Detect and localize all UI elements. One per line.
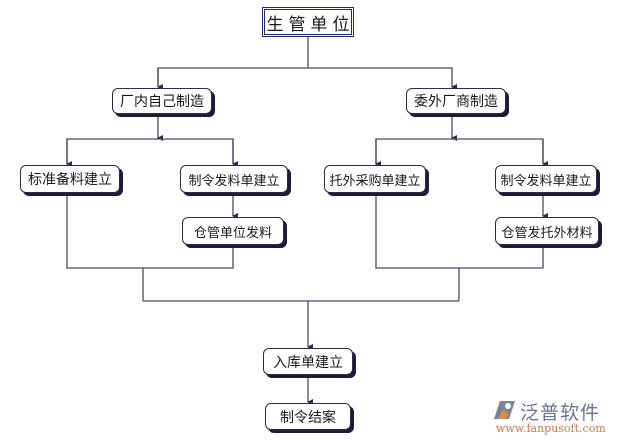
node-issue-order-setup-right: 制令发料单建立 <box>495 165 597 193</box>
node-standard-material-setup: 标准备料建立 <box>20 165 120 193</box>
node-issue-order-setup-left: 制令发料单建立 <box>180 165 288 193</box>
node-outsourced-manufacturing: 委外厂商制造 <box>406 88 506 114</box>
watermark-brand: 泛普软件 <box>520 402 601 424</box>
node-order-closure: 制令结案 <box>265 403 351 430</box>
fanpu-logo-icon <box>494 401 515 419</box>
node-receipt-setup: 入库单建立 <box>263 348 353 375</box>
watermark-url: www.fanpusoft.com <box>496 422 606 435</box>
node-warehouse-issue: 仓管单位发料 <box>182 217 284 245</box>
node-in-house-manufacturing: 厂内自己制造 <box>112 88 212 114</box>
watermark: 泛普软件 www.fanpusoft.com <box>494 398 620 438</box>
node-outsource-purchase-setup: 托外采购单建立 <box>324 165 426 193</box>
node-production-control-unit: 生管单位 <box>262 7 354 37</box>
node-warehouse-outsource-material: 仓管发托外材料 <box>495 217 599 245</box>
